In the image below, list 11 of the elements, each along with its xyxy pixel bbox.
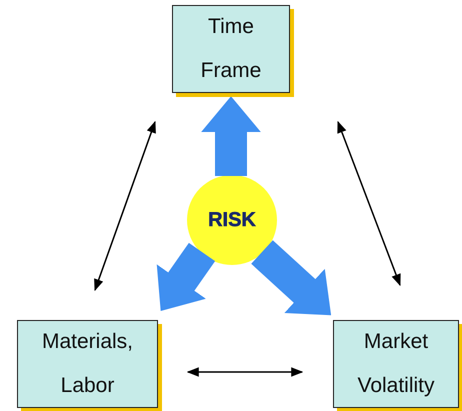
block-arrow — [156, 242, 216, 312]
risk-circle — [187, 175, 277, 265]
box-label: Materials, Labor — [40, 329, 134, 399]
double-arrow — [94, 120, 156, 292]
block-arrow — [251, 240, 332, 316]
box-label: Time Frame — [200, 14, 262, 84]
double-arrow — [337, 120, 401, 286]
process-box — [333, 320, 459, 408]
double-arrow — [186, 367, 304, 377]
risk-label: RISK — [208, 208, 256, 232]
box-label: Market Volatility — [356, 329, 436, 399]
